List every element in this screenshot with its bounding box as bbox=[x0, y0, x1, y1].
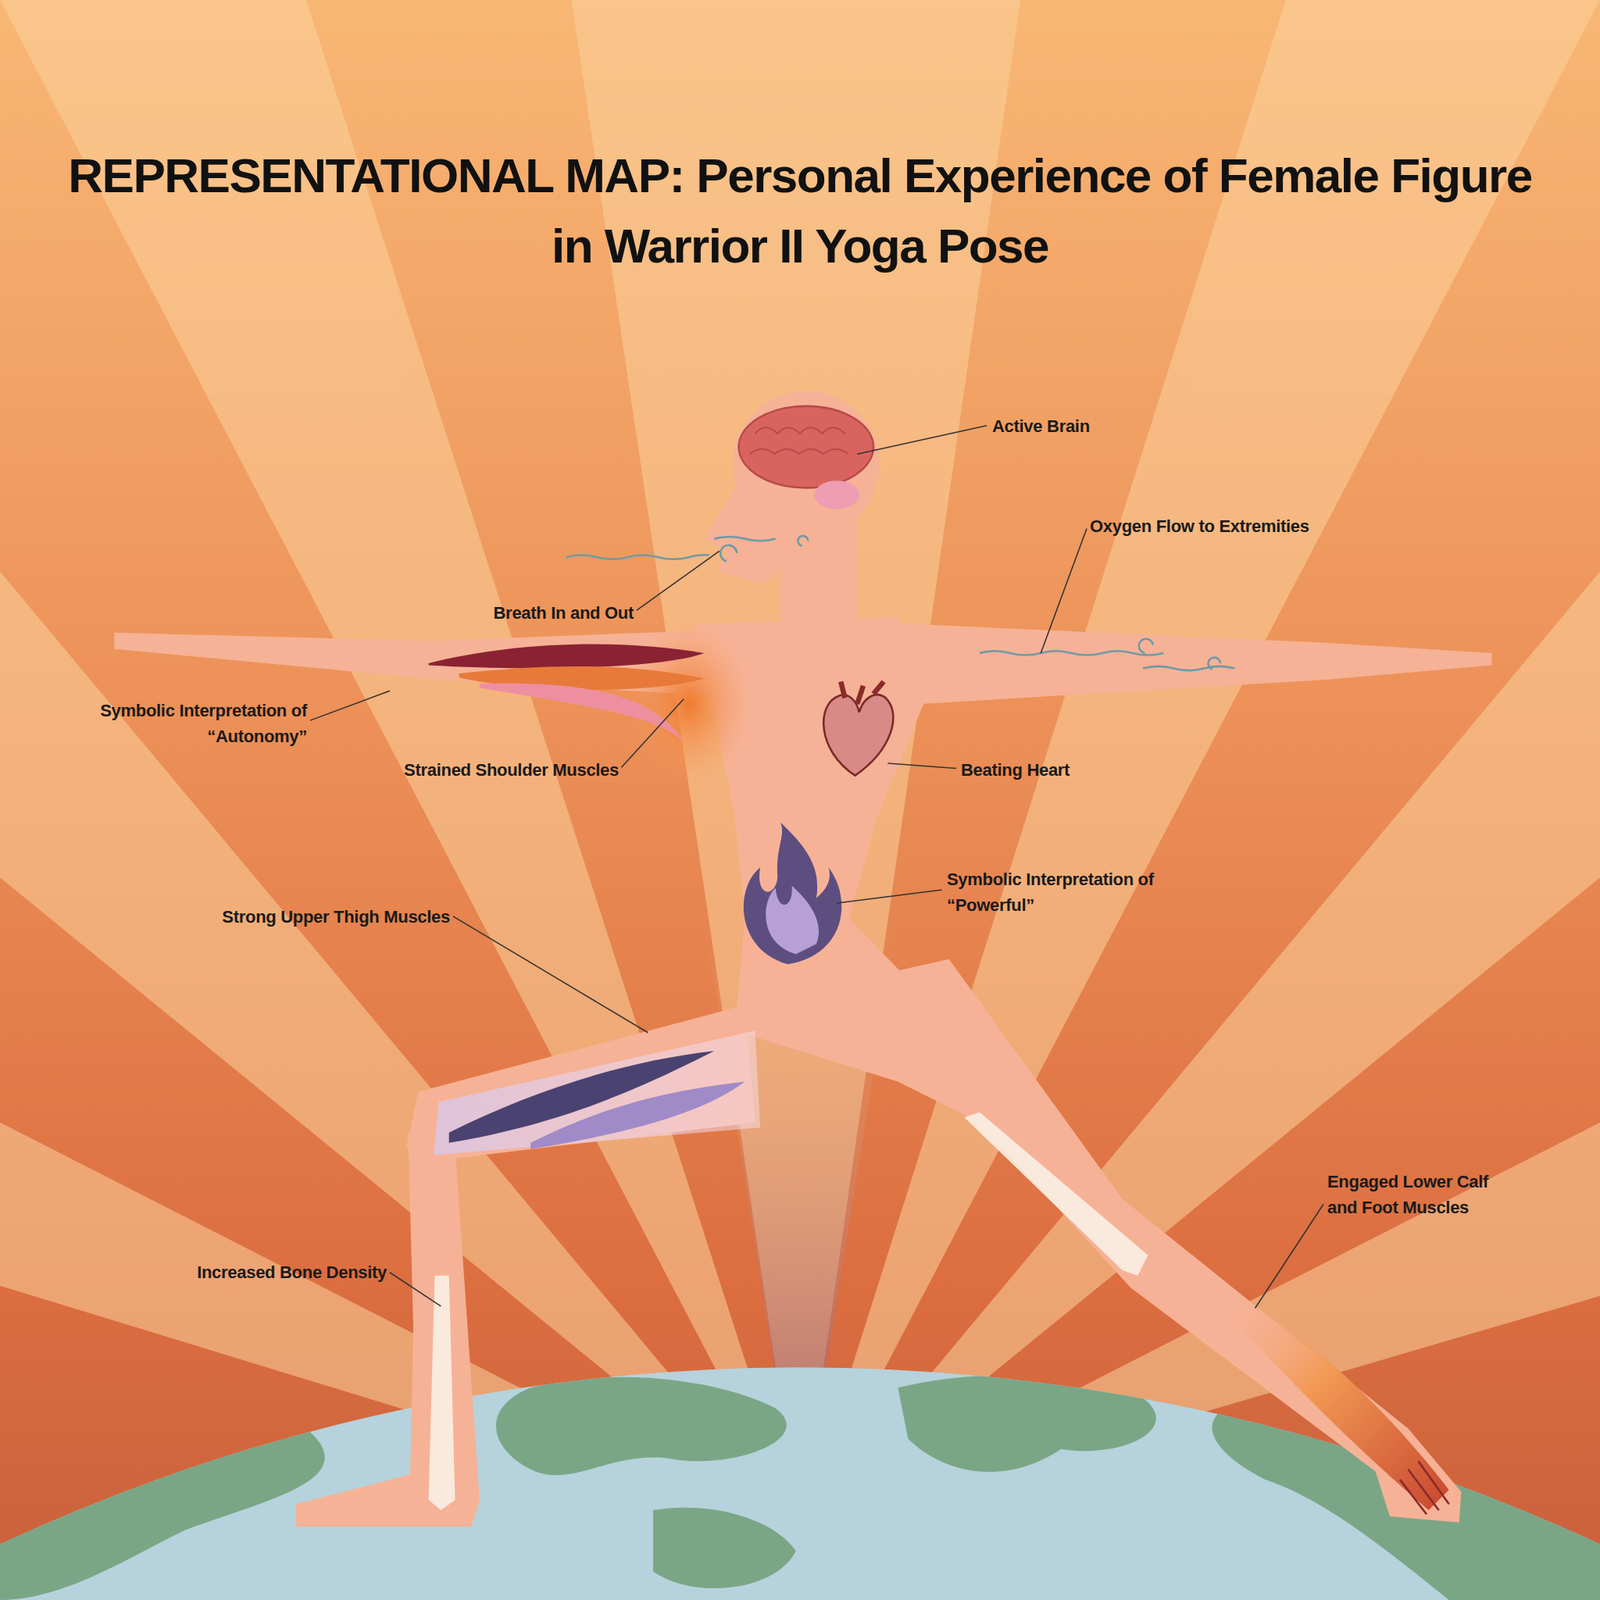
callout-label: Engaged Lower Calf and Foot Muscles bbox=[1327, 1168, 1523, 1221]
figure-part bbox=[114, 630, 720, 697]
bones-part bbox=[964, 1112, 1148, 1276]
breath-lines-part bbox=[566, 554, 710, 560]
callout-label: Breath In and Out bbox=[493, 600, 634, 626]
callout-label: Oxygen Flow to Extremities bbox=[1089, 513, 1310, 540]
leader-lines-part bbox=[1040, 528, 1087, 654]
brain-part bbox=[814, 480, 859, 510]
brain-part bbox=[739, 406, 874, 488]
shoulder-muscles-part bbox=[479, 683, 686, 746]
oxygen-lines bbox=[979, 639, 1236, 671]
leader-lines-part bbox=[310, 690, 390, 721]
earth-part bbox=[496, 1377, 787, 1476]
earth bbox=[0, 1326, 1600, 1600]
earth-part bbox=[0, 1326, 1600, 1600]
leader-lines-part bbox=[887, 763, 957, 769]
callout-label: Increased Bone Density bbox=[196, 1259, 387, 1286]
thigh-muscles bbox=[433, 1030, 761, 1155]
callout-label: Strong Upper Thigh Muscles bbox=[221, 903, 450, 930]
leader-lines-part bbox=[636, 550, 720, 611]
leader-lines-part bbox=[836, 889, 943, 904]
leader-lines-part bbox=[453, 916, 648, 1033]
breath-lines-part bbox=[714, 536, 775, 541]
oxygen-lines-part bbox=[979, 650, 1164, 655]
callout-label: Symbolic Interpretation of “Powerful” bbox=[946, 866, 1190, 918]
thigh-muscles-part bbox=[530, 1081, 745, 1149]
sun-rays-part-part bbox=[0, 571, 800, 1531]
thigh-muscles-part bbox=[433, 1030, 761, 1155]
heart-part bbox=[840, 681, 884, 704]
sun-rays-part-part bbox=[800, 571, 1600, 1531]
bones-part bbox=[428, 1275, 456, 1511]
breath-lines bbox=[566, 535, 809, 562]
breath-lines-part bbox=[720, 545, 737, 562]
earth-part bbox=[0, 1400, 325, 1600]
breath-lines-part bbox=[797, 535, 808, 547]
oxygen-lines-part bbox=[1139, 639, 1154, 654]
bones bbox=[428, 1112, 1149, 1511]
calf-muscles bbox=[1229, 1296, 1450, 1515]
leader-lines-part bbox=[621, 699, 684, 768]
leader-lines-part bbox=[389, 1272, 441, 1307]
leader-lines-part bbox=[1255, 1203, 1325, 1308]
flame bbox=[743, 822, 842, 965]
callout-label: Strained Shoulder Muscles bbox=[403, 757, 619, 783]
sun-rays-part bbox=[0, 0, 1600, 1531]
callout-label: Active Brain bbox=[992, 413, 1090, 440]
oxygen-lines-part bbox=[1142, 666, 1236, 671]
calf-muscles-part bbox=[1229, 1296, 1450, 1511]
figure-part bbox=[296, 1132, 480, 1527]
calf-muscles-part bbox=[1400, 1460, 1450, 1515]
figure-part bbox=[780, 510, 858, 633]
figure-part bbox=[857, 959, 1461, 1523]
figure bbox=[114, 390, 1492, 1527]
callout-label: Beating Heart bbox=[960, 757, 1070, 783]
brain-part bbox=[750, 427, 848, 454]
leader-lines-part bbox=[857, 425, 987, 455]
shoulder-muscles-part bbox=[428, 644, 705, 669]
title: REPRESENTATIONAL MAP: Personal Experienc… bbox=[57, 140, 1543, 282]
brain bbox=[739, 406, 874, 510]
heart-part bbox=[823, 694, 893, 775]
oxygen-lines-part bbox=[1207, 657, 1221, 670]
flame-part bbox=[765, 885, 819, 955]
earth-part bbox=[897, 1375, 1156, 1472]
flame-part bbox=[743, 822, 842, 965]
heart bbox=[823, 681, 893, 775]
earth-part bbox=[653, 1507, 797, 1589]
leader-lines bbox=[310, 425, 1324, 1309]
figure-part bbox=[877, 622, 1492, 704]
callout-label: Symbolic Interpretation of “Autonomy” bbox=[64, 697, 308, 750]
